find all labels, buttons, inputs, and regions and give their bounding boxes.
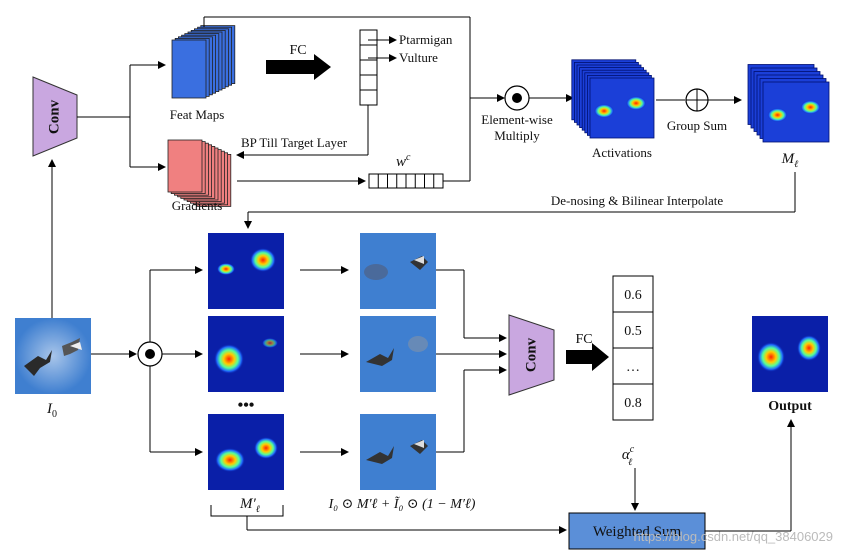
denoise-label: De-nosing & Bilinear Interpolate <box>551 193 723 208</box>
weight-vector <box>368 173 444 189</box>
score-cell <box>612 275 654 313</box>
activation-hotspot <box>626 96 647 111</box>
activation-hotspot <box>594 104 615 118</box>
mask-heatmap-2 <box>208 316 284 392</box>
output-label: Output <box>768 399 812 414</box>
conv-block-top: Conv <box>32 76 78 157</box>
gradient-layer <box>167 139 203 193</box>
score-cell <box>612 311 654 349</box>
masked-image-2 <box>360 316 436 392</box>
bird-1 <box>24 350 52 376</box>
weighted-sum-label: Weighted Sum <box>593 524 682 540</box>
m-label: Mℓ <box>781 151 799 170</box>
bird-2 <box>62 338 80 356</box>
weighted-sum-box: Weighted Sum <box>568 512 706 550</box>
conv-label-top: Conv <box>46 99 62 134</box>
elementwise-label-2: Multiply <box>494 128 540 143</box>
score-value: 0.8 <box>624 396 642 411</box>
conv-label-bottom: Conv <box>523 337 539 372</box>
m-stack <box>747 64 830 143</box>
denoise-path <box>244 172 796 229</box>
fc-label-top: FC <box>289 43 306 58</box>
score-cell <box>612 383 654 421</box>
feat-maps-stack <box>171 25 236 99</box>
m-map-hotspot <box>767 108 788 122</box>
weight-label: wc <box>396 152 411 170</box>
class-score-vector <box>359 29 378 106</box>
mask-heatmap-3 <box>208 414 284 490</box>
score-value: … <box>626 360 640 375</box>
input-label: I0 <box>46 401 57 420</box>
bp-path <box>236 105 369 159</box>
mask-branch-lines <box>149 266 203 456</box>
class-vulture: Vulture <box>399 50 438 65</box>
group-sum-label: Group Sum <box>667 118 727 133</box>
weighted-to-output <box>705 419 795 532</box>
conv-block-bottom: Conv <box>508 314 555 396</box>
score-value: 0.5 <box>624 324 642 339</box>
input-image <box>15 318 91 394</box>
elementwise-multiply-node <box>504 85 530 111</box>
images-to-conv-lines <box>436 269 507 453</box>
mask-bracket <box>210 505 567 534</box>
score-value: 0.6 <box>624 288 642 303</box>
watermark: https://blog.csdn.net/qq_38406029 <box>634 529 834 544</box>
activations-stack <box>571 59 655 139</box>
class-ptarmigan: Ptarmigan <box>399 32 453 47</box>
feat-maps-label: Feat Maps <box>170 107 225 122</box>
mask-ellipsis: ••• <box>238 397 255 414</box>
formula-label: I₀ ⊙ M′ℓ + Ĩ₀ ⊙ (1 − M′ℓ) <box>328 495 476 512</box>
elementwise-label-1: Element-wise <box>481 112 553 127</box>
fc-arrow-bottom <box>566 343 609 371</box>
mask-to-image-arrows <box>300 266 349 456</box>
activations-label: Activations <box>592 145 652 160</box>
score-cell <box>612 347 654 385</box>
mask-label: M′ℓ <box>239 496 260 515</box>
gradients-label: Gradients <box>172 198 223 213</box>
gradients-stack <box>167 139 232 207</box>
masked-image-3 <box>360 414 436 490</box>
mask-multiply-node <box>137 341 163 367</box>
m-map-hotspot <box>800 100 821 115</box>
conv-branch-lines <box>77 61 166 171</box>
masked-image-1 <box>360 233 436 309</box>
fc-arrow-top <box>266 54 331 80</box>
fc-label-bottom: FC <box>575 332 592 347</box>
feat-map-layer <box>171 39 207 99</box>
bp-label: BP Till Target Layer <box>241 135 348 150</box>
feat-to-multiply-path <box>203 16 505 182</box>
group-sum-node <box>685 88 709 112</box>
score-column: 0.6 0.5 … 0.8 <box>612 275 654 421</box>
mask-heatmap-1 <box>208 233 284 309</box>
output-heatmap <box>752 316 828 392</box>
